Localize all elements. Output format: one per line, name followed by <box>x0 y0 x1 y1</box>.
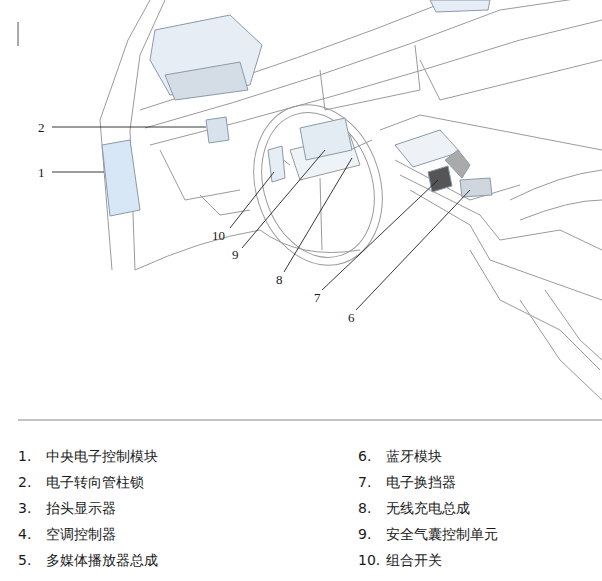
airbag-control-unit <box>300 118 352 160</box>
part-name: 无线充电总成 <box>386 501 470 515</box>
bluetooth-module <box>460 178 492 197</box>
console-edge <box>410 190 602 300</box>
head-up-display <box>165 62 248 100</box>
seat-edge <box>520 200 602 220</box>
part-name: 组合开关 <box>386 553 442 567</box>
callout-number: 8 <box>276 273 283 286</box>
list-number: 3. <box>18 501 31 515</box>
list-number: 8. <box>358 501 371 515</box>
part-name: 多媒体播放器总成 <box>46 553 158 567</box>
steering-wheel <box>244 98 392 272</box>
frame-line <box>18 22 19 46</box>
part-name: 安全气囊控制单元 <box>386 527 498 541</box>
leader-line <box>284 158 352 272</box>
lower-dash <box>260 230 360 253</box>
callout-number: 9 <box>232 248 239 261</box>
part-name: 抬头显示器 <box>46 501 116 515</box>
a-pillar <box>100 0 150 270</box>
list-number: 9. <box>358 527 371 541</box>
central-control-module <box>102 140 140 216</box>
callout-number: 6 <box>348 311 355 324</box>
leader-line <box>52 127 206 128</box>
part-name: 电子转向管柱锁 <box>46 475 144 489</box>
list-number: 7. <box>358 475 371 489</box>
part-name: 蓝牙模块 <box>386 449 442 463</box>
part-name: 电子换挡器 <box>386 475 456 489</box>
frame-line <box>18 420 602 421</box>
callout-number: 7 <box>314 291 321 304</box>
list-number: 1. <box>18 449 31 463</box>
callout-number: 1 <box>38 166 45 179</box>
part-name: 中央电子控制模块 <box>46 449 158 463</box>
console-edge <box>470 250 600 370</box>
list-number: 2. <box>18 475 31 489</box>
lower-dash <box>135 230 260 270</box>
dashboard-panel <box>160 150 240 200</box>
console-edge <box>400 175 602 250</box>
leader-line <box>356 190 470 310</box>
callout-number: 10 <box>212 229 225 242</box>
leader-line <box>322 180 438 290</box>
callout-number: 2 <box>38 121 45 134</box>
dashboard-panel <box>420 60 602 100</box>
leader-line <box>242 150 325 248</box>
list-number: 10. <box>358 553 380 567</box>
steering-wheel <box>234 88 403 282</box>
seat-edge <box>520 300 602 400</box>
electronic-shifter <box>428 166 452 192</box>
list-number: 5. <box>18 553 31 567</box>
list-number: 6. <box>358 449 371 463</box>
seat-edge <box>545 290 602 360</box>
list-number: 4. <box>18 527 31 541</box>
top-module <box>430 0 490 12</box>
leader-line <box>52 172 104 173</box>
dashboard-edge <box>140 0 450 110</box>
center-screen <box>320 45 420 110</box>
part-name: 空调控制器 <box>46 527 116 541</box>
shifter-knob <box>445 150 470 178</box>
leader-line <box>230 172 274 228</box>
seat-edge <box>510 170 602 200</box>
dashboard-edge <box>145 0 602 128</box>
steering-column-lock <box>206 117 229 143</box>
